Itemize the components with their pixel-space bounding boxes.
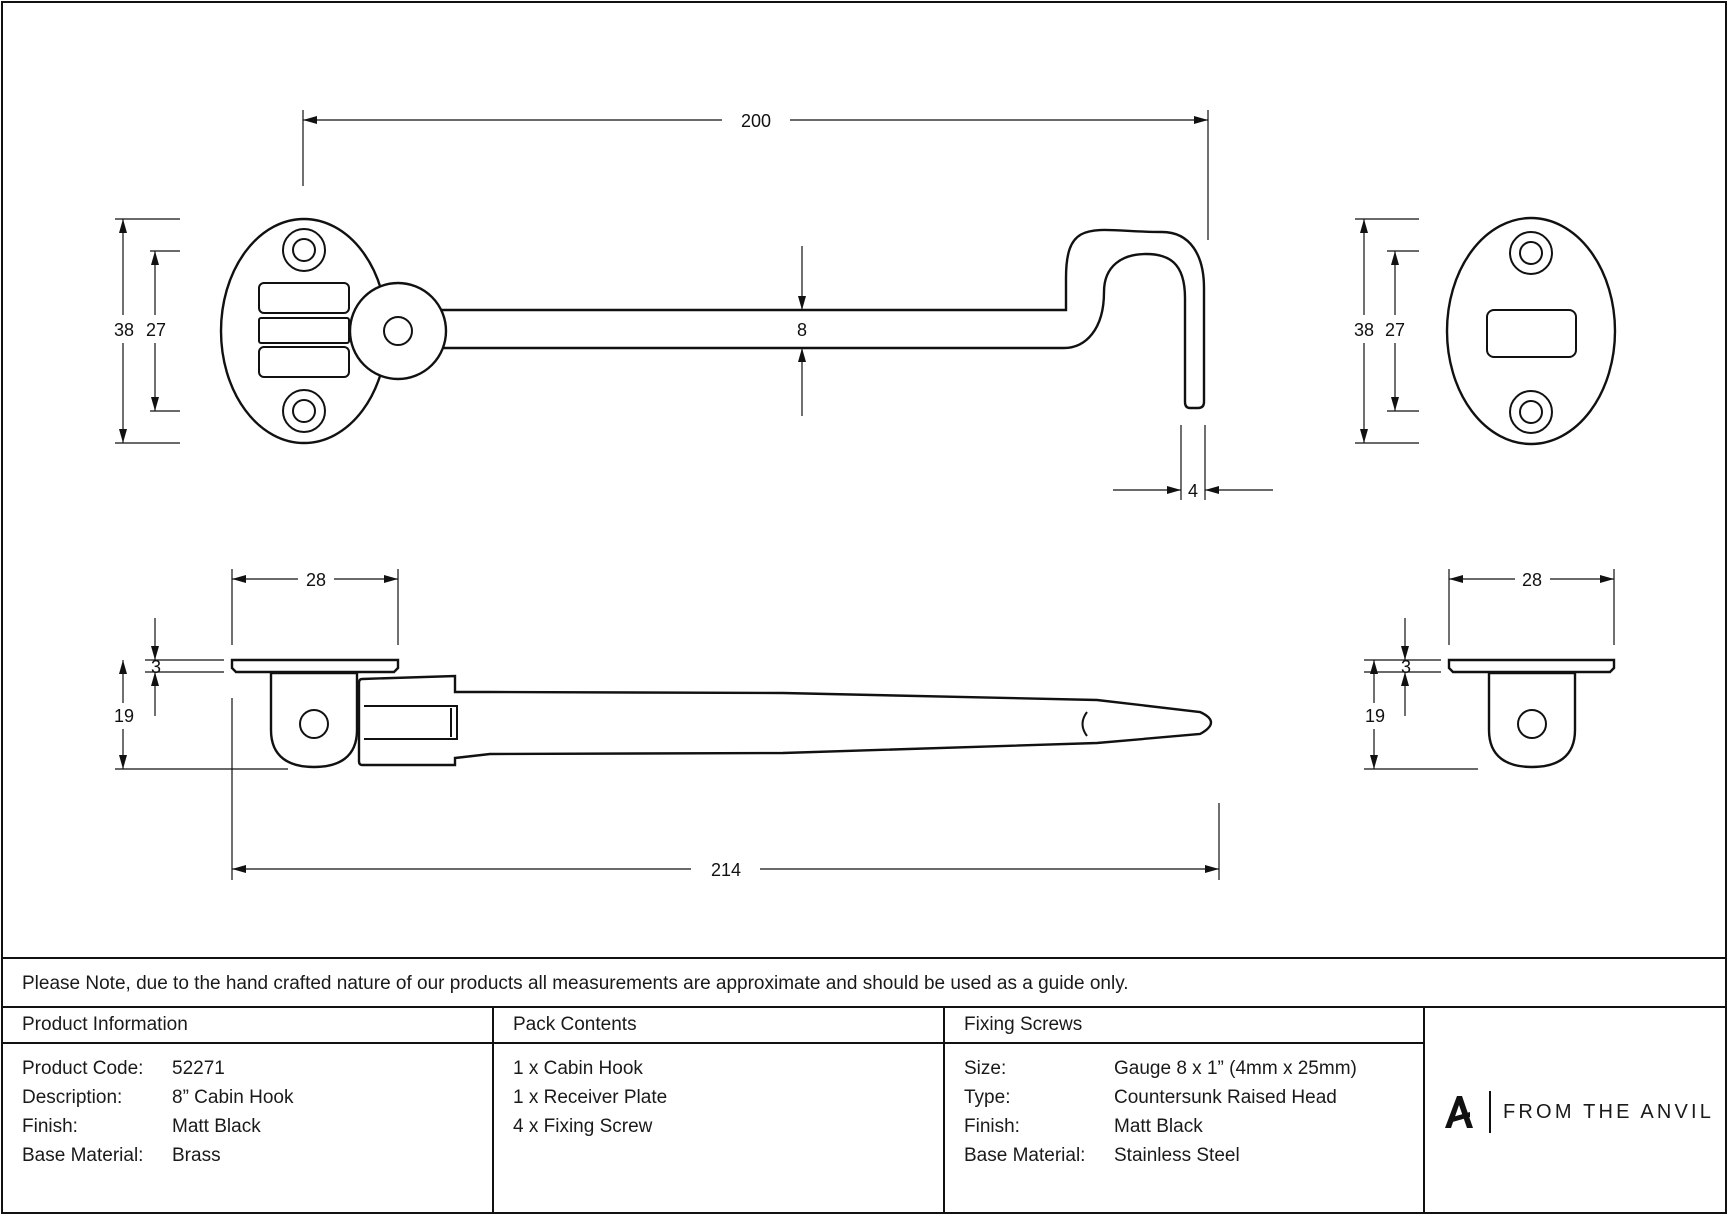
- spec-label: Product Code:: [22, 1058, 144, 1079]
- pack-item: 1 x Receiver Plate: [513, 1087, 668, 1108]
- product-information-panel: Product Information Product Code: 52271 D…: [3, 1008, 494, 1214]
- dim-label-4: 4: [1188, 481, 1198, 501]
- spec-row: Base Material: Stainless Steel: [964, 1145, 1357, 1174]
- spec-label: Type:: [964, 1087, 1011, 1108]
- receiver-side-view: [1447, 658, 1616, 769]
- dimension-hook-tip: 4: [1113, 425, 1273, 501]
- dimension-overall-length-bottom: 214: [231, 698, 1220, 880]
- dim-label-3-left: 3: [151, 657, 161, 677]
- dim-label-28-left: 28: [306, 570, 326, 590]
- spec-value: Brass: [172, 1145, 221, 1166]
- spec-value: Stainless Steel: [1114, 1145, 1240, 1166]
- pack-item: 1 x Cabin Hook: [513, 1058, 643, 1079]
- spec-value: Matt Black: [1114, 1116, 1203, 1137]
- anvil-a-logo-icon: [1445, 1096, 1473, 1128]
- dimension-side-right: 3 19: [1364, 618, 1478, 770]
- spec-label: Finish:: [22, 1116, 78, 1137]
- fixing-screws-panel: Fixing Screws Size: Gauge 8 x 1” (4mm x 2…: [945, 1008, 1425, 1214]
- dimension-overall-length-top: 200: [302, 110, 1209, 240]
- dimension-side-left: 3 19: [114, 618, 288, 770]
- hook-rod: [435, 228, 1206, 410]
- technical-drawing: 200 38 27 8 4: [114, 110, 1617, 880]
- spec-value: Countersunk Raised Head: [1114, 1087, 1337, 1108]
- dimension-plate-width-left: 28: [231, 569, 399, 645]
- product-information-heading: Product Information: [22, 1014, 188, 1035]
- hook-pivot-boss: [348, 281, 448, 381]
- spec-row: Base Material: Brass: [22, 1145, 293, 1174]
- spec-row: Size: Gauge 8 x 1” (4mm x 25mm): [964, 1058, 1357, 1087]
- brand-panel: FROM THE ANVIL: [1425, 1008, 1727, 1214]
- dimension-plate-height-right: 38 27: [1354, 218, 1419, 444]
- dim-label-8: 8: [797, 320, 807, 340]
- dim-label-200: 200: [741, 111, 771, 131]
- dim-label-38-right: 38: [1354, 320, 1374, 340]
- disclaimer-text: Please Note, due to the hand crafted nat…: [22, 973, 1129, 994]
- pack-contents-heading: Pack Contents: [513, 1014, 637, 1035]
- spec-value: Gauge 8 x 1” (4mm x 25mm): [1114, 1058, 1357, 1079]
- spec-row: Type: Countersunk Raised Head: [964, 1087, 1357, 1116]
- screw-hole-top: [282, 228, 326, 272]
- pack-contents-panel: Pack Contents 1 x Cabin Hook 1 x Receive…: [494, 1008, 945, 1214]
- spec-label: Base Material:: [22, 1145, 144, 1166]
- receiver-plate: [1445, 216, 1617, 446]
- spec-label: Finish:: [964, 1116, 1020, 1137]
- spec-row: Finish: Matt Black: [22, 1116, 293, 1145]
- dim-label-38-left: 38: [114, 320, 134, 340]
- dim-label-19-right: 19: [1365, 706, 1385, 726]
- pack-contents-header: Pack Contents: [494, 1008, 943, 1044]
- dim-label-28-right: 28: [1522, 570, 1542, 590]
- receiver-front-view: [1445, 216, 1617, 446]
- brand-separator: [1489, 1091, 1491, 1133]
- spec-label: Base Material:: [964, 1145, 1086, 1166]
- spec-value: 52271: [172, 1058, 225, 1079]
- dim-label-214: 214: [711, 860, 741, 880]
- hook-front-view: [219, 217, 1206, 445]
- hook-side-view: [230, 658, 1213, 769]
- dim-label-19-left: 19: [114, 706, 134, 726]
- spec-value: 8” Cabin Hook: [172, 1087, 294, 1108]
- fixing-screws-header: Fixing Screws: [945, 1008, 1423, 1044]
- dimension-rod-thickness: 8: [797, 246, 807, 416]
- dim-label-3-right: 3: [1401, 657, 1411, 677]
- fixing-screws-heading: Fixing Screws: [964, 1014, 1083, 1035]
- spec-label: Size:: [964, 1058, 1007, 1079]
- spec-row: Finish: Matt Black: [964, 1116, 1357, 1145]
- dimension-plate-height-left: 38 27: [114, 218, 180, 444]
- disclaimer-note: Please Note, due to the hand crafted nat…: [3, 957, 1727, 1008]
- spec-value: Matt Black: [172, 1116, 261, 1137]
- dimension-plate-width-right: 28: [1448, 569, 1615, 645]
- spec-label: Description:: [22, 1087, 123, 1108]
- spec-row: Product Code: 52271: [22, 1058, 293, 1087]
- pack-item: 4 x Fixing Screw: [513, 1116, 653, 1137]
- receiver-slot: [1486, 309, 1577, 358]
- dim-label-27-right: 27: [1385, 320, 1405, 340]
- spec-row: Description: 8” Cabin Hook: [22, 1087, 293, 1116]
- screw-hole-bottom: [282, 389, 326, 433]
- brand-name: FROM THE ANVIL: [1503, 1101, 1715, 1123]
- dim-label-27-left: 27: [146, 320, 166, 340]
- product-information-header: Product Information: [3, 1008, 492, 1044]
